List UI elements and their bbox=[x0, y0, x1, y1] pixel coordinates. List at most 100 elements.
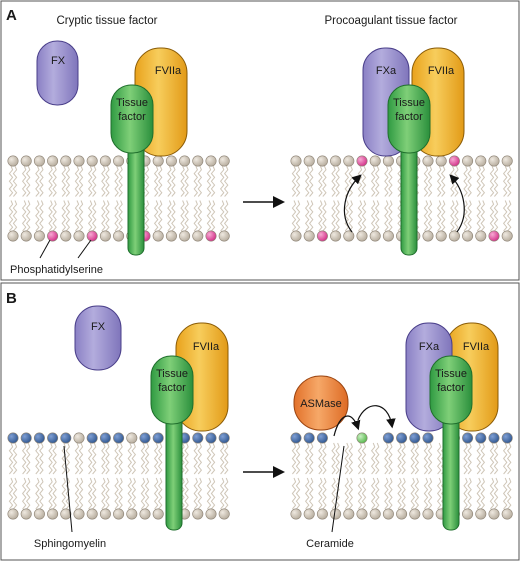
lipid-tail bbox=[12, 477, 18, 510]
lipid-head-top bbox=[179, 155, 191, 167]
lipid-tail bbox=[39, 477, 44, 510]
svg-text:FXa: FXa bbox=[376, 65, 397, 77]
lipid-tail bbox=[322, 165, 327, 197]
lipid-tail bbox=[105, 165, 110, 197]
lipid-tail bbox=[114, 477, 119, 510]
lipid-head-top bbox=[475, 155, 487, 167]
lipid-head-bottom bbox=[369, 230, 381, 242]
svg-text:Tissue: Tissue bbox=[156, 368, 188, 380]
lipid-tail bbox=[414, 442, 420, 475]
lipid-tail bbox=[35, 165, 40, 197]
lipid-head-bottom bbox=[165, 230, 177, 242]
lipid-head-bottom bbox=[7, 230, 19, 242]
lipid-tail bbox=[219, 442, 225, 475]
lipid-tail bbox=[489, 200, 495, 232]
lipid-tail bbox=[388, 165, 393, 197]
lipid-tail bbox=[348, 165, 354, 197]
lipid-tail bbox=[25, 165, 31, 197]
lipid-tail bbox=[105, 200, 110, 232]
lipid-head-top bbox=[60, 432, 72, 444]
lipid-tail bbox=[493, 477, 499, 510]
lipid-head-top bbox=[205, 155, 217, 167]
lipid-head-bottom bbox=[409, 508, 421, 520]
lipid-tail bbox=[101, 477, 106, 510]
lipid-tail bbox=[440, 200, 446, 232]
lipid-tail bbox=[410, 477, 416, 510]
lipid-head-bottom bbox=[316, 508, 328, 520]
lipid-head-bottom bbox=[488, 508, 500, 520]
lipid-head-bottom bbox=[218, 230, 230, 242]
lipid-head-top bbox=[290, 155, 302, 167]
lipid-head-bottom bbox=[73, 508, 85, 520]
lipid-tail bbox=[223, 477, 229, 510]
lipid-tail bbox=[114, 442, 119, 475]
lipid-head-top bbox=[462, 155, 474, 167]
svg-text:FXa: FXa bbox=[419, 341, 440, 353]
lipid-head-top bbox=[316, 432, 328, 444]
lipid-head-bottom bbox=[343, 508, 355, 520]
lipid-tail bbox=[489, 442, 495, 475]
lipid-tail bbox=[74, 442, 80, 475]
lipid-tail bbox=[423, 477, 429, 510]
lipid-tail bbox=[308, 165, 314, 197]
lipid-tail bbox=[480, 165, 486, 197]
lipid-tail bbox=[193, 200, 199, 232]
lipid-tail bbox=[180, 165, 185, 197]
lipid-tail bbox=[157, 200, 163, 232]
lipid-head-bottom bbox=[462, 230, 474, 242]
lipid-tail bbox=[476, 200, 482, 232]
lipid-tail bbox=[210, 200, 216, 232]
lipid-tail bbox=[91, 200, 97, 232]
lipid-tail bbox=[78, 477, 84, 510]
lipid-tail bbox=[12, 165, 18, 197]
lipid-tail bbox=[344, 442, 350, 475]
lipid-tail bbox=[463, 165, 468, 197]
lipid-tail bbox=[454, 200, 459, 232]
panel-a-border bbox=[0, 0, 520, 281]
lipid-tail bbox=[25, 477, 31, 510]
lipid-tail bbox=[361, 165, 367, 197]
lipid-head-bottom bbox=[356, 508, 368, 520]
lipid-head-bottom bbox=[290, 508, 302, 520]
lipid-tail bbox=[153, 477, 159, 510]
lipid-tail bbox=[322, 200, 327, 232]
lipid-tail bbox=[397, 477, 402, 510]
lipid-tail bbox=[87, 442, 93, 475]
lipid-tail bbox=[388, 442, 393, 475]
lipid-tail bbox=[318, 165, 323, 197]
svg-text:factor: factor bbox=[437, 382, 465, 394]
lipid-tail bbox=[48, 442, 53, 475]
lipid-tail bbox=[131, 477, 137, 510]
svg-text:FVIIa: FVIIa bbox=[193, 341, 220, 353]
lipid-tail bbox=[506, 442, 512, 475]
lipid-tail bbox=[348, 442, 354, 475]
lipid-tail bbox=[480, 477, 486, 510]
lipid-head-top bbox=[20, 432, 32, 444]
lipid-head-top bbox=[501, 155, 513, 167]
lipid-head-bottom bbox=[422, 508, 434, 520]
lipid-head-top bbox=[369, 155, 381, 167]
lipid-head-bottom bbox=[99, 230, 111, 242]
lipid-head-bottom bbox=[488, 230, 500, 242]
lipid-head-top bbox=[113, 432, 125, 444]
lipid-head-bottom bbox=[86, 230, 98, 242]
lipid-tail bbox=[197, 200, 203, 232]
lipid-head-top bbox=[475, 432, 487, 444]
lipid-tail bbox=[52, 165, 57, 197]
lipid-tail bbox=[370, 200, 376, 232]
lipid-tail bbox=[74, 200, 80, 232]
lipid-head-bottom bbox=[47, 230, 59, 242]
lipid-head-bottom bbox=[113, 230, 125, 242]
lipid-tail bbox=[65, 477, 71, 510]
lipid-head-bottom bbox=[33, 230, 45, 242]
lipid-tail bbox=[65, 442, 71, 475]
svg-text:Tissue: Tissue bbox=[393, 97, 425, 109]
lipid-tail bbox=[206, 165, 212, 197]
lipid-tail bbox=[87, 200, 93, 232]
lipid-tail bbox=[157, 442, 163, 475]
lipid-tail bbox=[427, 200, 433, 232]
lipid-tail bbox=[197, 165, 203, 197]
lipid-tail bbox=[78, 442, 84, 475]
asmase-label: ASMase bbox=[300, 398, 342, 410]
